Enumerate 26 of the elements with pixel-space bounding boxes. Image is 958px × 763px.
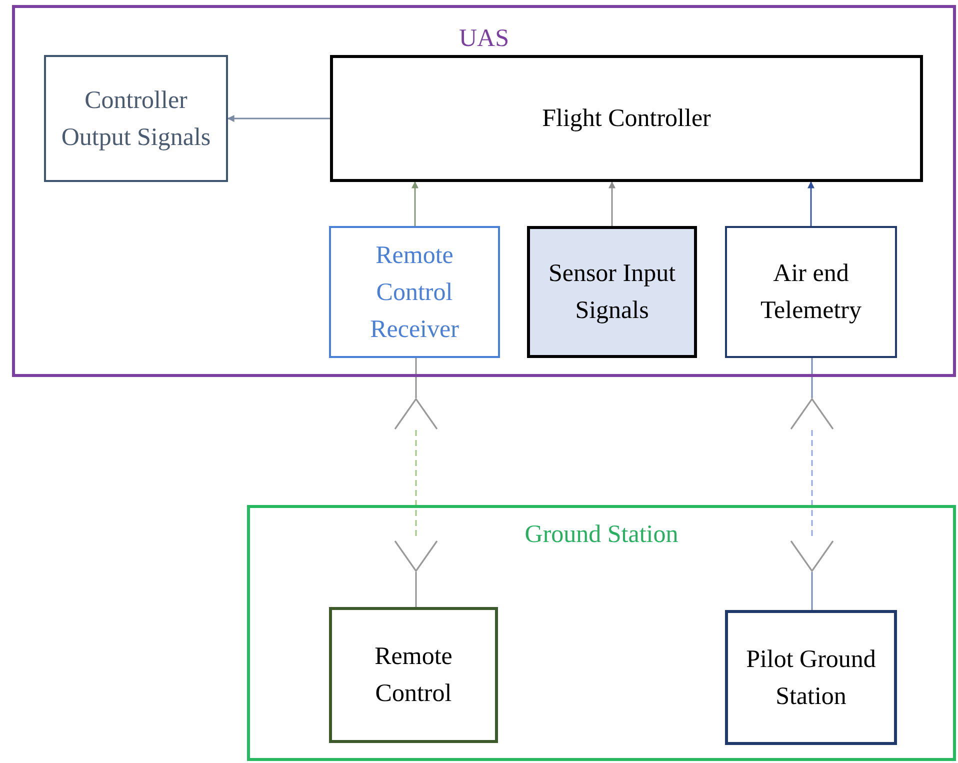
box-label: Flight Controller <box>542 104 711 134</box>
boundary-title: UAS <box>458 24 509 54</box>
box-label: Remote Control Receiver <box>369 240 460 344</box>
box-label: Remote Control <box>374 642 454 709</box>
process-box <box>329 607 498 743</box>
antenna-icon <box>790 540 834 572</box>
antenna-icon <box>790 398 834 430</box>
process-box <box>725 610 897 745</box>
system-boundary <box>247 505 956 761</box>
arrow <box>808 181 814 226</box>
arrow <box>227 115 330 122</box>
box-label: Pilot Ground Station <box>745 644 877 712</box>
antenna-icon <box>394 398 438 430</box>
box-label: Air end Telemetry <box>760 259 862 326</box>
system-boundary <box>12 5 956 377</box>
arrow <box>412 181 418 226</box>
process-box <box>44 55 228 182</box>
process-box <box>330 55 923 182</box>
box-label: Controller Output Signals <box>60 86 212 152</box>
antenna-icon <box>394 540 438 572</box>
process-box <box>527 226 697 358</box>
arrow <box>608 181 616 226</box>
process-box <box>725 226 897 358</box>
process-box <box>329 226 500 358</box>
box-label: Sensor Input Signals <box>547 259 677 326</box>
boundary-title: Ground Station <box>524 520 678 550</box>
